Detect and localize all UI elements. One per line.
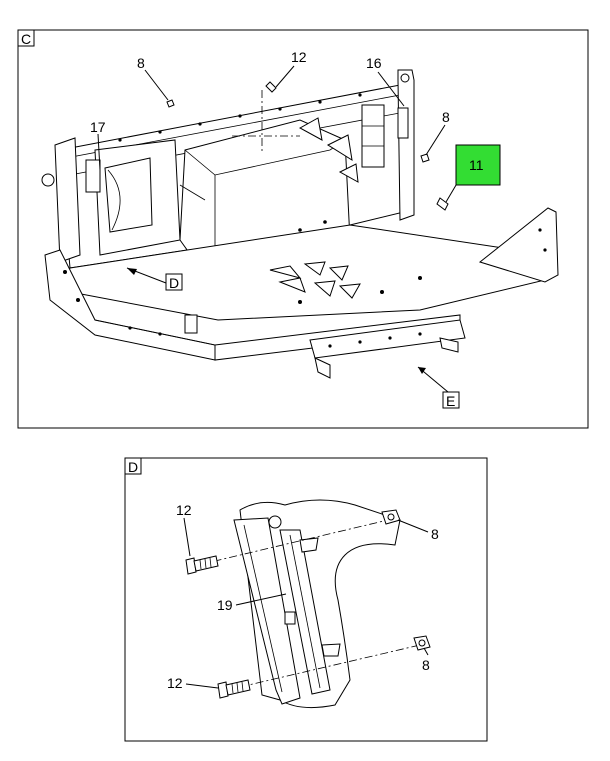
centerline-lower [239,644,421,688]
callout-11-main[interactable]: 11 [469,157,484,173]
callout-12-detail-upper[interactable]: 12 [176,502,192,518]
wall-cutouts [298,104,385,183]
callout-12-main[interactable]: 12 [291,49,307,65]
view-c-label: C [21,31,31,47]
detail-d-ref-box[interactable] [165,273,183,291]
view-c: C [17,29,589,429]
centerline-upper [197,519,389,566]
right-post [397,69,415,221]
left-side-panel [41,137,181,263]
fastener-nut-8-right-main[interactable] [420,153,430,163]
detail-d-ref-label[interactable]: D [169,275,179,291]
callout-8-main-right[interactable]: 8 [442,109,450,125]
main-leaders [97,65,463,393]
view-d-label: D [128,459,138,475]
callout-17-main[interactable]: 17 [90,119,106,135]
view-d-frame [124,457,488,742]
detail-e-ref-label[interactable]: E [446,393,455,409]
fastener-bolt-11-main[interactable] [436,197,449,211]
callout-11-highlight[interactable] [455,144,501,186]
callout-19-detail[interactable]: 19 [217,597,233,613]
detail-bracket-19[interactable] [233,515,341,705]
callout-12-detail-lower[interactable]: 12 [167,675,183,691]
callout-8-detail-upper[interactable]: 8 [431,526,439,542]
floor-plate [59,224,551,321]
detail-e-ref-box[interactable] [442,391,460,409]
detail-bolt-12-lower[interactable] [217,679,251,699]
detail-nut-8-upper[interactable] [381,509,401,525]
detail-bolt-12-upper[interactable] [185,555,219,575]
callout-8-detail-lower[interactable]: 8 [422,657,430,673]
bottom-rail-e [309,319,466,379]
fastener-nut-8-left-main[interactable] [166,99,175,108]
detail-leaders [183,517,429,689]
right-side-rail [478,207,559,283]
view-c-frame [17,29,589,429]
callout-8-main-left[interactable]: 8 [137,55,145,71]
fastener-bolt-12-main[interactable] [232,81,300,152]
detail-nut-8-lower[interactable] [413,635,431,651]
view-c-label-box [17,29,35,47]
view-d: D [124,457,488,742]
view-d-label-box [124,457,142,475]
callout-16-main[interactable]: 16 [366,55,382,71]
